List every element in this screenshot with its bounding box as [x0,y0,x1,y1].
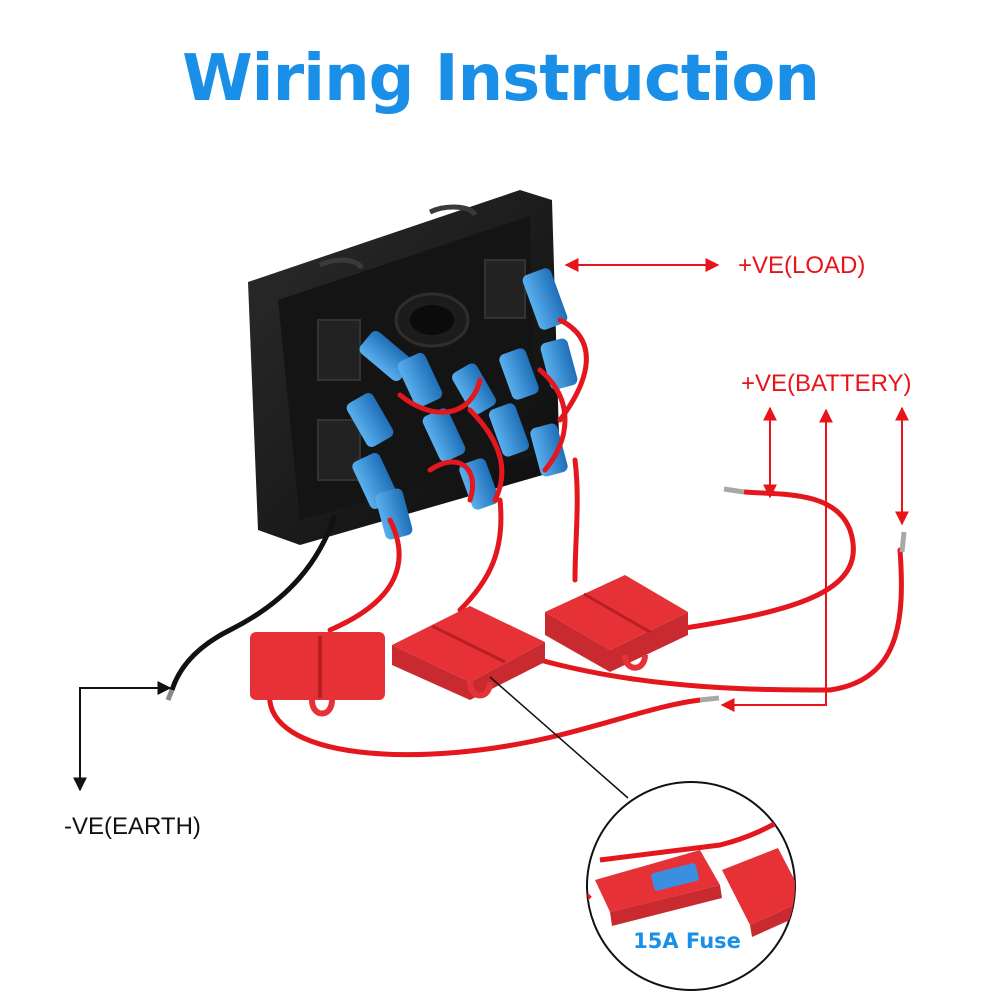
battery-arrows [720,406,909,712]
panel-wires [327,317,589,633]
fuse-label: 15A Fuse [633,929,741,953]
fuse-holder-right [545,575,688,672]
fuse-holder-middle [392,606,545,700]
fuse-callout-line [489,676,629,799]
battery-label: +VE(BATTERY) [741,370,912,397]
earth-label: -VE(EARTH) [64,813,201,840]
load-label: +VE(LOAD) [738,252,866,279]
earth-wire [169,514,338,691]
fuse-holder-left [250,632,385,717]
page-title: Wiring Instruction [182,42,820,116]
earth-arrow [73,681,172,792]
fuse-zoom-inset [586,781,796,991]
